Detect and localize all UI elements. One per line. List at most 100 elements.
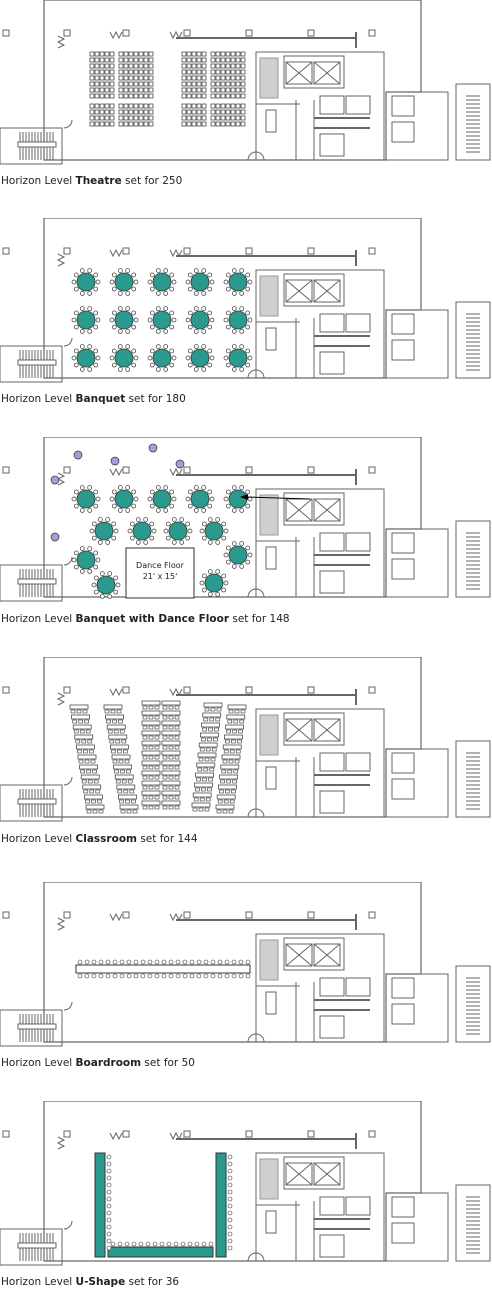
chair (171, 540, 177, 545)
door-swing (63, 1001, 73, 1011)
theatre-chair (235, 103, 241, 109)
classroom-chair (174, 795, 180, 800)
round-table (204, 521, 224, 541)
chair (154, 973, 160, 979)
air-wall-symbol (169, 248, 183, 258)
theatre-chair (89, 121, 95, 127)
theatre-chair (201, 63, 207, 69)
caption-boardroom: Horizon Level Boardroom set for 50 (1, 1057, 195, 1069)
theatre-chair (210, 75, 216, 81)
classroom-chair (233, 719, 239, 724)
caption-prefix: Horizon Level (1, 613, 76, 625)
washroom (319, 790, 345, 814)
theatre-chair (143, 57, 149, 63)
classroom-chair (87, 739, 93, 744)
classroom-chair (126, 809, 132, 814)
wall (285, 279, 313, 303)
theatre-chair (138, 57, 144, 63)
chair (187, 310, 193, 316)
chair (207, 348, 213, 354)
chair (207, 324, 213, 330)
theatre-chair (109, 57, 115, 63)
theatre-chair (109, 115, 115, 121)
chair (105, 959, 111, 965)
theatre-chair (191, 93, 197, 99)
chair (93, 310, 99, 316)
theatre-chair (138, 69, 144, 75)
theatre-chair (123, 115, 129, 121)
door-swing (63, 119, 73, 129)
chair (106, 1168, 112, 1174)
service-area (255, 488, 385, 598)
classroom-chair (225, 739, 230, 744)
theatre-chair (215, 121, 221, 127)
round-table (132, 521, 152, 541)
air-wall-symbol (109, 1131, 123, 1141)
chair (155, 306, 161, 311)
column (63, 466, 71, 474)
chair (180, 1241, 186, 1247)
chair (87, 291, 93, 296)
classroom-chair (174, 745, 180, 750)
chair (111, 535, 117, 541)
chair (225, 286, 231, 292)
theatre-chair (148, 63, 154, 69)
chair (171, 317, 177, 323)
round-table (114, 310, 134, 330)
chair (79, 329, 85, 334)
theatre-chair (210, 109, 216, 115)
classroom-chair (142, 735, 148, 740)
theatre-chair (186, 63, 192, 69)
classroom-chair (162, 795, 168, 800)
classroom-table (141, 760, 161, 766)
theatre-chair (191, 57, 197, 63)
chair (71, 496, 77, 502)
chair (73, 324, 79, 330)
chair (109, 279, 115, 285)
classroom-table (161, 780, 181, 786)
chair (227, 1203, 233, 1209)
chair (207, 569, 213, 574)
theatre-chair (210, 87, 216, 93)
elevator (285, 61, 313, 85)
chair (168, 973, 174, 979)
chair (133, 959, 139, 965)
service-area (255, 933, 385, 1043)
theatre-chair (118, 109, 124, 115)
chair (106, 1196, 112, 1202)
round-table-group (147, 344, 177, 372)
theatre-chair (133, 75, 139, 81)
theatre-chair (148, 93, 154, 99)
round-table-group (127, 517, 157, 545)
classroom-chair (72, 719, 77, 724)
air-wall-symbol (56, 253, 66, 267)
theatre-chair (186, 121, 192, 127)
chair (227, 1231, 233, 1237)
round-table (76, 550, 96, 570)
round-table (96, 575, 116, 595)
chair (223, 317, 229, 323)
washroom (345, 95, 371, 115)
classroom-table (216, 794, 236, 800)
classroom-table (141, 750, 161, 756)
theatre-chair (230, 115, 236, 121)
theatre-chair (89, 75, 95, 81)
theatre-chair (240, 103, 246, 109)
annex-room (391, 1196, 415, 1218)
washroom (345, 977, 371, 997)
classroom-chair (142, 795, 148, 800)
classroom-chair (237, 739, 242, 744)
chair (147, 496, 153, 502)
chair (147, 959, 153, 965)
wall (313, 61, 341, 85)
chair (133, 973, 139, 979)
chair (185, 317, 191, 323)
theatre-chair (191, 75, 197, 81)
theatre-chair (235, 81, 241, 87)
theatre-chair (99, 69, 105, 75)
theatre-chair (196, 87, 202, 93)
theatre-chair (133, 121, 139, 127)
theatre-chair (109, 87, 115, 93)
chair (126, 973, 132, 979)
classroom-table (105, 714, 124, 720)
